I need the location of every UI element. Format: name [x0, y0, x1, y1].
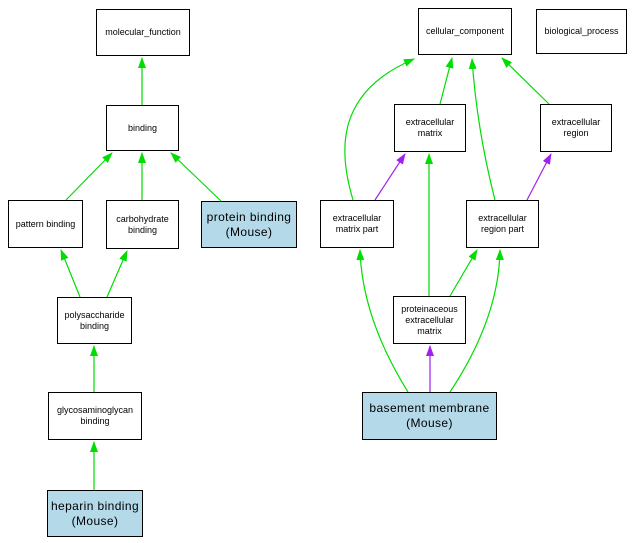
node-molecular-function[interactable]: molecular_function — [96, 9, 190, 56]
node-label: molecular_function — [105, 27, 181, 37]
node-proteinaceous-extracellular-matrix[interactable]: proteinaceous extracellular matrix — [393, 296, 466, 344]
node-heparin-binding-mouse[interactable]: heparin binding (Mouse) — [47, 490, 143, 537]
node-extracellular-matrix[interactable]: extracellular matrix — [394, 104, 466, 152]
node-label: extracellular region — [551, 117, 601, 138]
node-basement-membrane-mouse[interactable]: basement membrane (Mouse) — [362, 392, 497, 440]
edge-pattern-binding-is-a-binding — [65, 152, 113, 201]
edge-basement-membrane-is-a-extracellular-matrix-part — [356, 249, 409, 393]
edge-extracellular-matrix-part-part-of-extracellular-matrix — [374, 153, 406, 201]
edge-extracellular-region-part-is-a-cellular-component — [468, 58, 496, 201]
edge-polysaccharide-binding-is-a-pattern-binding — [60, 249, 81, 298]
node-pattern-binding[interactable]: pattern binding — [8, 200, 83, 248]
node-protein-binding-mouse[interactable]: protein binding (Mouse) — [201, 201, 297, 248]
node-label: heparin binding (Mouse) — [50, 498, 140, 528]
node-label: extracellular matrix — [405, 117, 455, 138]
node-label: basement membrane (Mouse) — [369, 401, 490, 430]
node-label: glycosaminoglycan binding — [56, 405, 134, 426]
node-label: pattern binding — [15, 218, 76, 229]
node-label: binding — [127, 122, 158, 133]
node-label: biological_process — [544, 26, 619, 36]
node-cellular-component[interactable]: cellular_component — [418, 8, 512, 55]
node-label: cellular_component — [425, 26, 505, 36]
node-binding[interactable]: binding — [106, 105, 179, 151]
edge-basement-membrane-is-a-extracellular-region-part — [449, 249, 504, 393]
edge-extracellular-matrix-is-a-cellular-component — [439, 57, 454, 105]
edge-proteinaceous-extracellular-matrix-is-a-extracellular-region-part — [449, 249, 478, 297]
node-polysaccharide-binding[interactable]: polysaccharide binding — [57, 297, 132, 344]
node-biological-process[interactable]: biological_process — [536, 9, 627, 54]
edge-polysaccharide-binding-is-a-carbohydrate-binding — [106, 250, 128, 298]
node-extracellular-region[interactable]: extracellular region — [540, 104, 612, 152]
node-label: proteinaceous extracellular matrix — [401, 303, 458, 336]
node-label: extracellular region part — [478, 213, 527, 234]
edge-protein-binding-is-a-binding — [170, 152, 222, 202]
edge-extracellular-region-part-part-of-extracellular-region — [526, 153, 552, 201]
node-extracellular-region-part[interactable]: extracellular region part — [466, 200, 539, 248]
node-label: protein binding (Mouse) — [206, 209, 292, 239]
node-carbohydrate-binding[interactable]: carbohydrate binding — [106, 200, 179, 249]
node-label: carbohydrate binding — [116, 213, 169, 235]
edge-extracellular-matrix-part-is-a-cellular-component — [344, 58, 415, 201]
edge-extracellular-region-is-a-cellular-component — [501, 57, 550, 105]
node-extracellular-matrix-part[interactable]: extracellular matrix part — [320, 200, 394, 248]
node-glycosaminoglycan-binding[interactable]: glycosaminoglycan binding — [48, 392, 142, 440]
node-label: polysaccharide binding — [64, 309, 125, 331]
node-label: extracellular matrix part — [332, 213, 382, 234]
